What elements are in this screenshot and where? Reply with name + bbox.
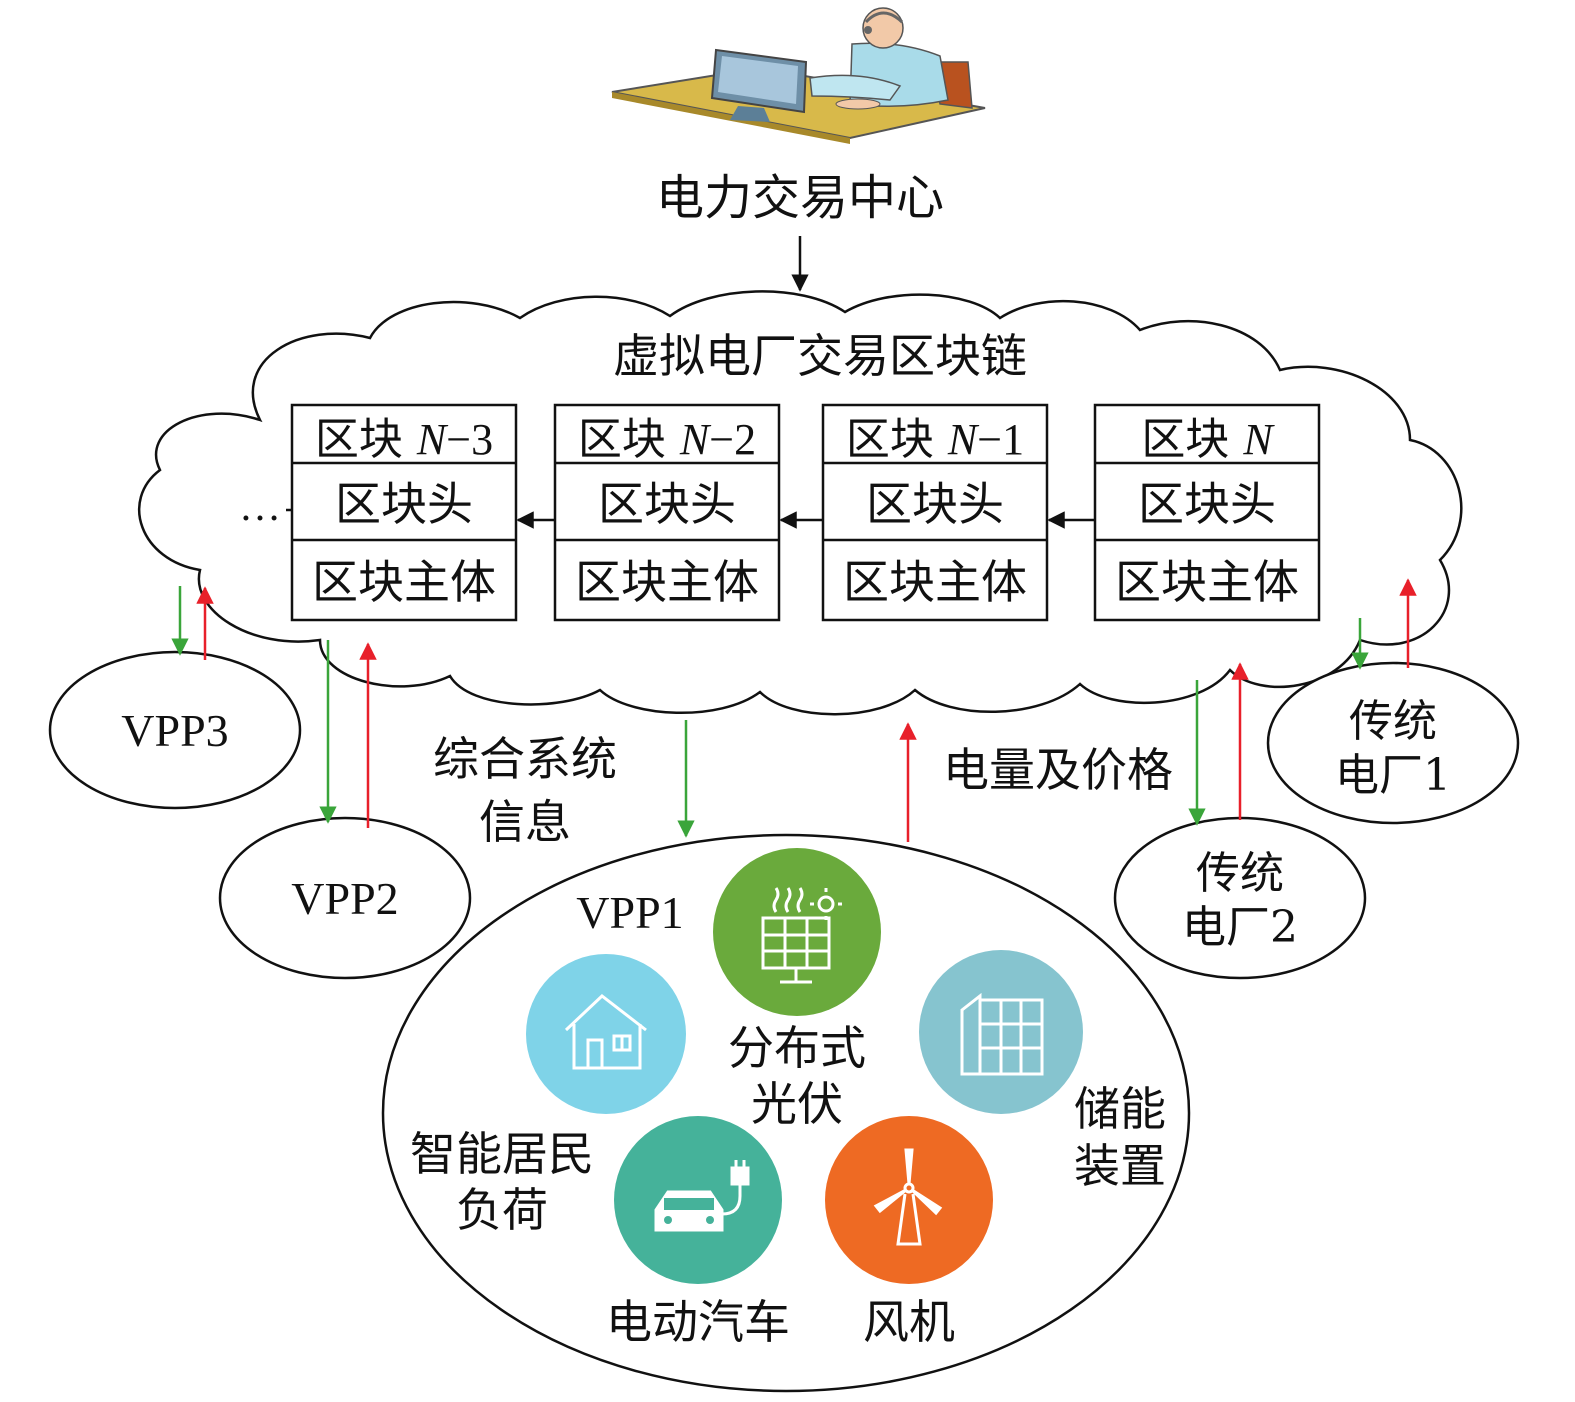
ev-resource: 电动汽车 bbox=[606, 1116, 790, 1349]
vpp2-label: VPP2 bbox=[291, 873, 398, 924]
vpp3-label: VPP3 bbox=[121, 705, 228, 756]
block-frame bbox=[290, 403, 518, 622]
block-title: 区块 N bbox=[1141, 414, 1275, 465]
pv-resource: 分布式 光伏 bbox=[713, 848, 881, 1131]
block-body-label: 区块主体 bbox=[575, 555, 759, 609]
block-header-label: 区块头 bbox=[335, 477, 473, 531]
wind-turbine-icon bbox=[873, 1148, 943, 1246]
plant1-label-line2: 电厂1 bbox=[1335, 750, 1451, 801]
storage-resource: 储能 装置 bbox=[919, 950, 1166, 1193]
plant1-label-line1: 传统 bbox=[1349, 696, 1437, 747]
plant2-label-line2: 电厂2 bbox=[1182, 902, 1298, 953]
vpp2-node bbox=[218, 816, 472, 980]
pv-label-line1: 分布式 bbox=[728, 1021, 866, 1075]
vpp1-label: VPP1 bbox=[576, 887, 683, 938]
wind-label: 风机 bbox=[863, 1295, 955, 1349]
storage-label-line2: 装置 bbox=[1074, 1139, 1166, 1193]
block-title: 区块 N−1 bbox=[846, 414, 1024, 465]
block-title: 区块 N−2 bbox=[578, 414, 756, 465]
pv-label-line2: 光伏 bbox=[751, 1077, 843, 1131]
block-header-label: 区块头 bbox=[598, 477, 736, 531]
home-resource: 智能居民 负荷 bbox=[410, 954, 686, 1237]
chain-title: 虚拟电厂交易区块链 bbox=[613, 329, 1027, 383]
home-circle bbox=[526, 954, 686, 1114]
block-body-label: 区块主体 bbox=[312, 555, 496, 609]
plant1-node bbox=[1266, 661, 1520, 825]
block-header-label: 区块头 bbox=[866, 477, 1004, 531]
solar-panel-icon bbox=[761, 887, 842, 984]
block-frame bbox=[553, 403, 781, 622]
block-body-label: 区块主体 bbox=[843, 555, 1027, 609]
electric-car-icon bbox=[654, 1160, 750, 1232]
operator-illustration bbox=[611, 7, 986, 144]
building-icon bbox=[960, 992, 1044, 1076]
block-header-label: 区块头 bbox=[1138, 477, 1276, 531]
system-info-label-line2: 信息 bbox=[479, 795, 571, 849]
block-frame bbox=[821, 403, 1049, 622]
block-title: 区块 N−3 bbox=[315, 414, 493, 465]
energy-price-label: 电量及价格 bbox=[943, 743, 1173, 797]
home-label-line2: 负荷 bbox=[456, 1183, 548, 1237]
wind-resource: 风机 bbox=[825, 1116, 993, 1349]
block-frame bbox=[1093, 403, 1321, 622]
plant2-label-line1: 传统 bbox=[1196, 848, 1284, 899]
flow-arrows bbox=[171, 578, 1417, 842]
chain-ellipsis: … bbox=[239, 484, 281, 530]
ev-label: 电动汽车 bbox=[606, 1295, 790, 1349]
storage-label-line1: 储能 bbox=[1074, 1082, 1166, 1136]
block-body-label: 区块主体 bbox=[1115, 555, 1299, 609]
system-info-label-line1: 综合系统 bbox=[433, 732, 617, 786]
wind-circle bbox=[825, 1116, 993, 1284]
pv-circle bbox=[713, 848, 881, 1016]
home-label-line1: 智能居民 bbox=[410, 1127, 594, 1181]
trading-center-label: 电力交易中心 bbox=[656, 170, 944, 226]
house-icon bbox=[564, 994, 647, 1070]
